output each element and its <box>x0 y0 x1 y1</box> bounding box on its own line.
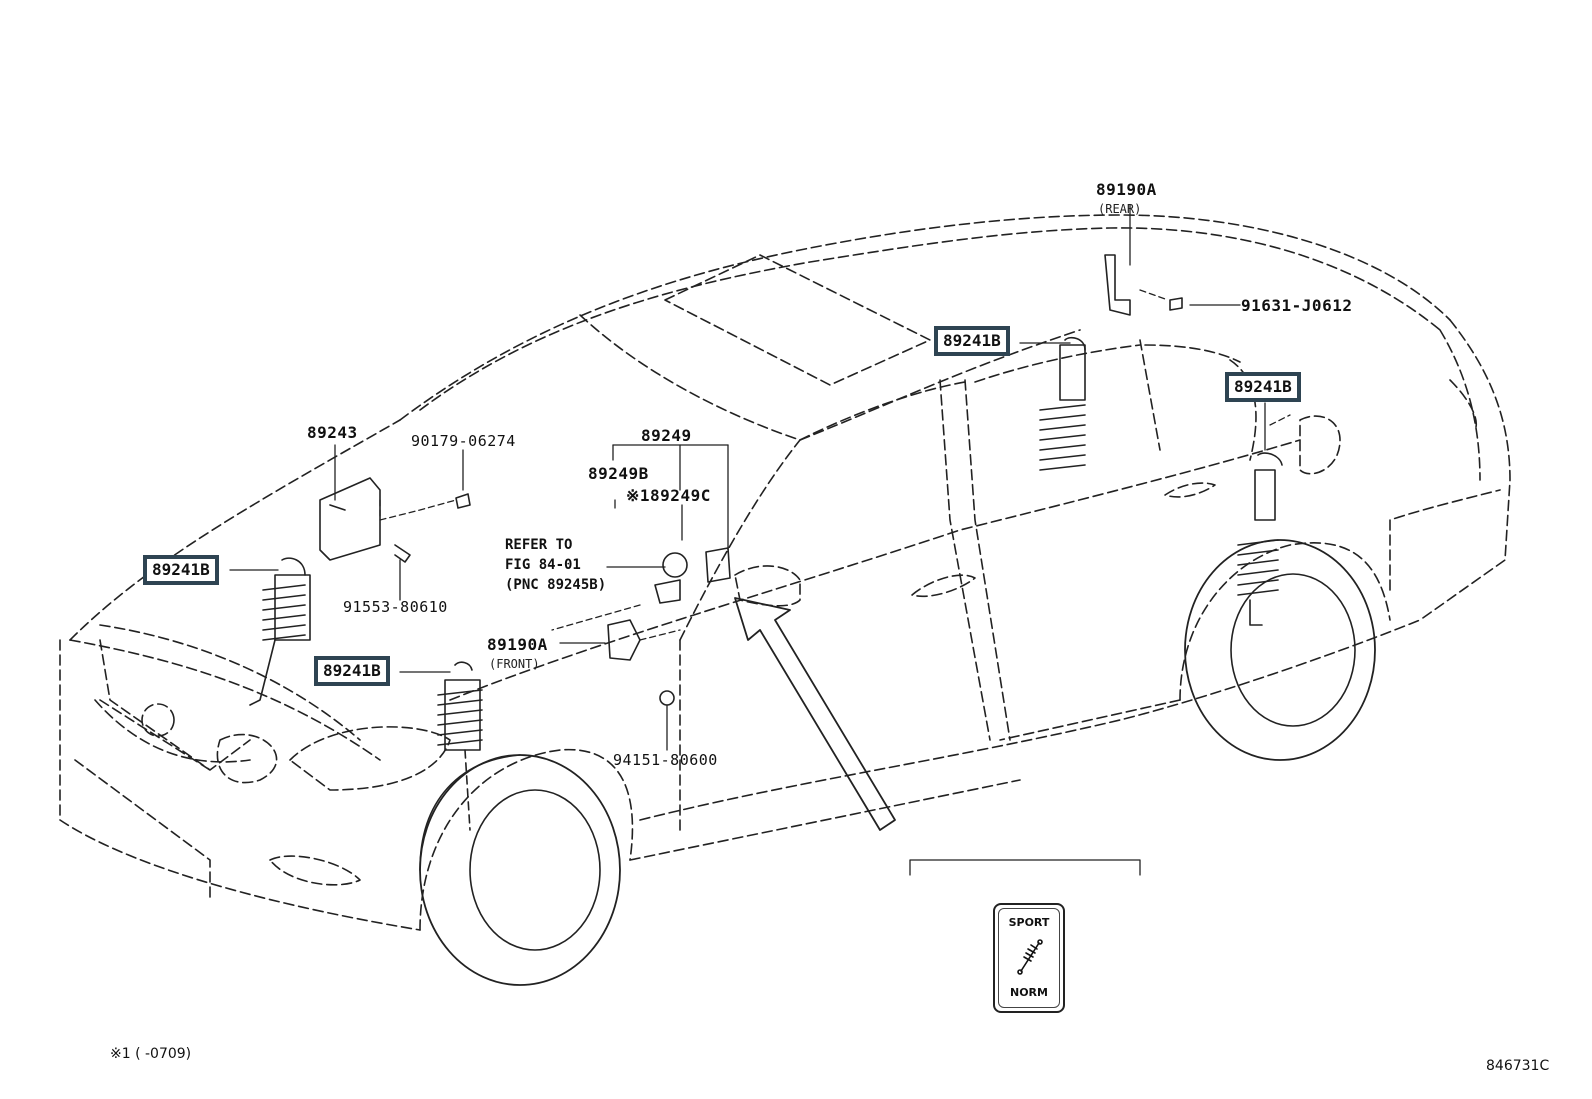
label-94151-80600: 94151-80600 <box>613 751 718 769</box>
label-89241b-rear-right: 89241B <box>1225 372 1301 402</box>
label-89241b-front-left: 89241B <box>143 555 219 585</box>
label-91553-80610: 91553-80610 <box>343 598 448 616</box>
switch-norm-label: NORM <box>1010 986 1048 999</box>
label-89249: 89249 <box>641 426 692 445</box>
shock-absorber-icon <box>1017 939 1043 975</box>
nut-90179 <box>455 493 471 509</box>
refer-to-note: REFER TO FIG 84-01 (PNC 89245B) <box>505 537 607 593</box>
switch-sport-label: SPORT <box>1008 916 1050 929</box>
leader-lines <box>229 204 1291 876</box>
label-89190a-front: 89190A <box>487 635 548 654</box>
label-89241b-front-right: 89241B <box>314 656 390 686</box>
rear-left-strut <box>1039 336 1086 471</box>
height-sensor-rear <box>1104 254 1183 316</box>
footnote: ※1 ( -0709) <box>110 1046 192 1062</box>
car-body-outline <box>59 214 1511 931</box>
label-89249c: ※189249C <box>626 486 711 505</box>
front-right-strut <box>437 661 483 831</box>
rear-right-strut <box>1237 452 1283 626</box>
label-89243: 89243 <box>307 423 358 442</box>
label-89190a-rear-note: (REAR) <box>1098 202 1142 216</box>
sensor-89249 <box>654 547 731 604</box>
label-89190a-front-note: (FRONT) <box>489 657 540 671</box>
switch-pointer-arrow <box>734 597 896 831</box>
label-91631-j0612: 91631-J0612 <box>1241 296 1353 315</box>
label-89241b-rear-left: 89241B <box>934 326 1010 356</box>
ecu-89243 <box>319 477 381 561</box>
diagram-id: 846731C <box>1486 1058 1550 1074</box>
label-89190a-rear: 89190A <box>1096 180 1157 199</box>
front-wheel <box>419 754 621 986</box>
sport-norm-switch: SPORT NORM <box>993 903 1065 1013</box>
rear-wheel <box>1184 539 1376 761</box>
label-90179-06274: 90179-06274 <box>411 432 516 450</box>
bolt-91553 <box>394 544 411 563</box>
label-89249b: 89249B <box>588 464 649 483</box>
front-left-strut <box>249 557 311 706</box>
